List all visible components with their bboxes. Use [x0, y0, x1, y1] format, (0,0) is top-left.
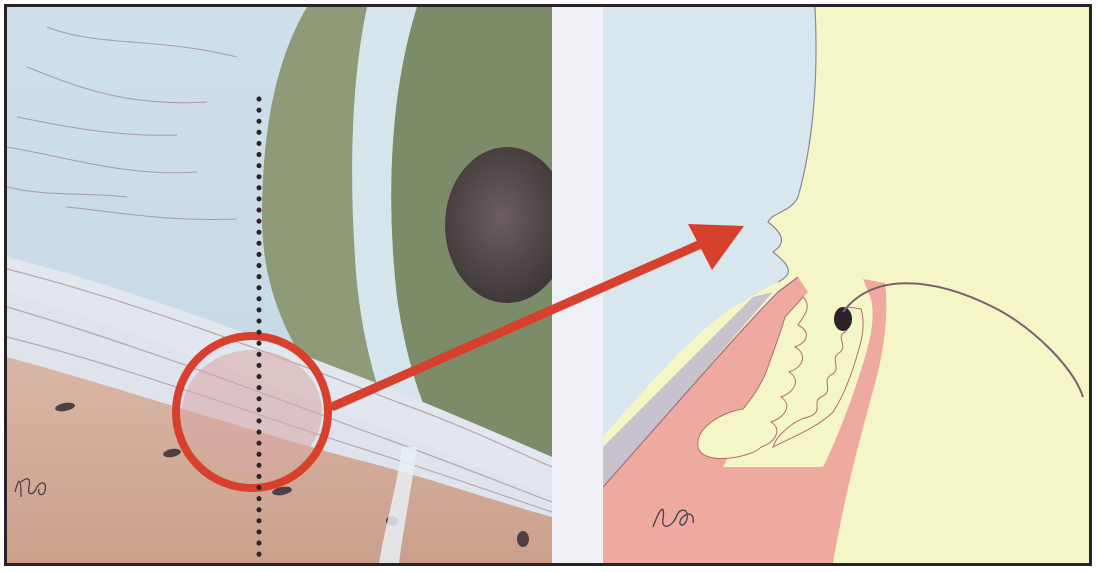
illustration-frame	[4, 4, 1092, 566]
connector-arrow-layer	[4, 4, 1092, 566]
connector-arrow	[334, 236, 719, 406]
